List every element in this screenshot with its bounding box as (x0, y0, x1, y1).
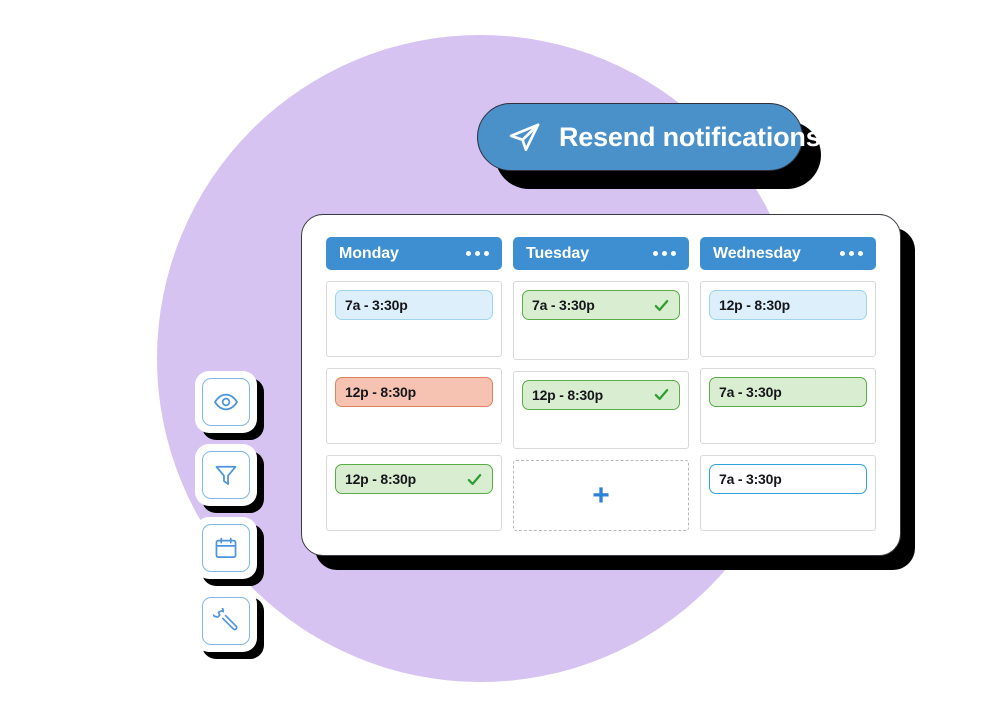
rail-button-filter[interactable] (195, 444, 257, 506)
paper-plane-icon (509, 123, 540, 152)
shift-cell[interactable]: 12p - 8:30p (700, 281, 876, 357)
day-column-tuesday: Tuesday 7a - 3:30p 12p - 8:30p (513, 237, 689, 532)
shift-time: 12p - 8:30p (532, 386, 603, 403)
eye-icon (214, 393, 238, 411)
day-column-wednesday: Wednesday 12p - 8:30p 7a - 3:30p (700, 237, 876, 531)
resend-notifications-button[interactable]: Resend notifications (477, 103, 821, 171)
shift-chip[interactable]: 12p - 8:30p (335, 377, 493, 407)
kebab-dot (849, 251, 854, 256)
shift-time: 12p - 8:30p (345, 384, 416, 400)
rail-button-visibility[interactable] (195, 371, 257, 433)
rail-button-frame (202, 378, 250, 426)
day-name-monday: Monday (339, 244, 399, 262)
shift-cell[interactable]: 12p - 8:30p (513, 370, 689, 450)
kebab-dot (653, 251, 658, 256)
kebab-menu-icon[interactable] (466, 251, 489, 256)
kebab-menu-icon[interactable] (653, 251, 676, 256)
kebab-dot (475, 251, 480, 256)
kebab-dot (858, 251, 863, 256)
shift-chip[interactable]: 12p - 8:30p (335, 464, 493, 494)
schedule-grid: Monday 7a - 3:30p 12p - 8:30p (326, 237, 876, 532)
shift-time: 7a - 3:30p (532, 297, 595, 313)
funnel-icon (215, 465, 237, 485)
shift-chip[interactable]: 7a - 3:30p (709, 377, 867, 407)
shift-time: 7a - 3:30p (719, 471, 782, 487)
shift-time: 12p - 8:30p (345, 471, 416, 487)
check-icon (654, 389, 669, 401)
shift-cell[interactable]: 12p - 8:30p (326, 368, 502, 444)
shift-chip[interactable]: 7a - 3:30p (335, 290, 493, 320)
kebab-menu-icon[interactable] (840, 251, 863, 256)
check-icon (467, 473, 482, 485)
shift-chip[interactable]: 12p - 8:30p (522, 379, 680, 410)
shift-cell[interactable]: 7a - 3:30p (700, 455, 876, 531)
shift-time: 12p - 8:30p (719, 297, 790, 313)
check-icon (654, 299, 669, 311)
day-name-wednesday: Wednesday (713, 244, 801, 262)
wrench-icon (213, 608, 238, 631)
rail-button-tools[interactable] (195, 590, 257, 652)
rail-button-schedule[interactable] (195, 517, 257, 579)
day-header-wednesday[interactable]: Wednesday (700, 237, 876, 270)
shift-cell[interactable]: 7a - 3:30p (513, 281, 689, 360)
shift-chip[interactable]: 7a - 3:30p (522, 290, 680, 320)
rail-button-frame (202, 597, 250, 645)
day-header-monday[interactable]: Monday (326, 237, 502, 270)
rail-button-frame (202, 451, 250, 499)
resend-notifications-label: Resend notifications (559, 121, 821, 152)
day-name-tuesday: Tuesday (526, 244, 590, 262)
shift-cell[interactable]: 12p - 8:30p (326, 455, 502, 531)
kebab-dot (662, 251, 667, 256)
kebab-dot (484, 251, 489, 256)
kebab-dot (466, 251, 471, 256)
plus-icon[interactable]: + (592, 478, 610, 512)
kebab-dot (671, 251, 676, 256)
shift-cell[interactable]: 7a - 3:30p (700, 368, 876, 444)
shift-chip[interactable]: 7a - 3:30p (709, 464, 867, 494)
add-shift-cell[interactable]: + (513, 460, 689, 532)
day-header-tuesday[interactable]: Tuesday (513, 237, 689, 270)
calendar-icon (215, 537, 237, 558)
day-column-monday: Monday 7a - 3:30p 12p - 8:30p (326, 237, 502, 531)
schedule-card: Monday 7a - 3:30p 12p - 8:30p (301, 214, 901, 556)
rail-button-frame (202, 524, 250, 572)
shift-time: 7a - 3:30p (719, 384, 782, 400)
kebab-dot (840, 251, 845, 256)
shift-chip[interactable]: 12p - 8:30p (709, 290, 867, 320)
shift-time: 7a - 3:30p (345, 297, 408, 313)
shift-cell[interactable]: 7a - 3:30p (326, 281, 502, 357)
